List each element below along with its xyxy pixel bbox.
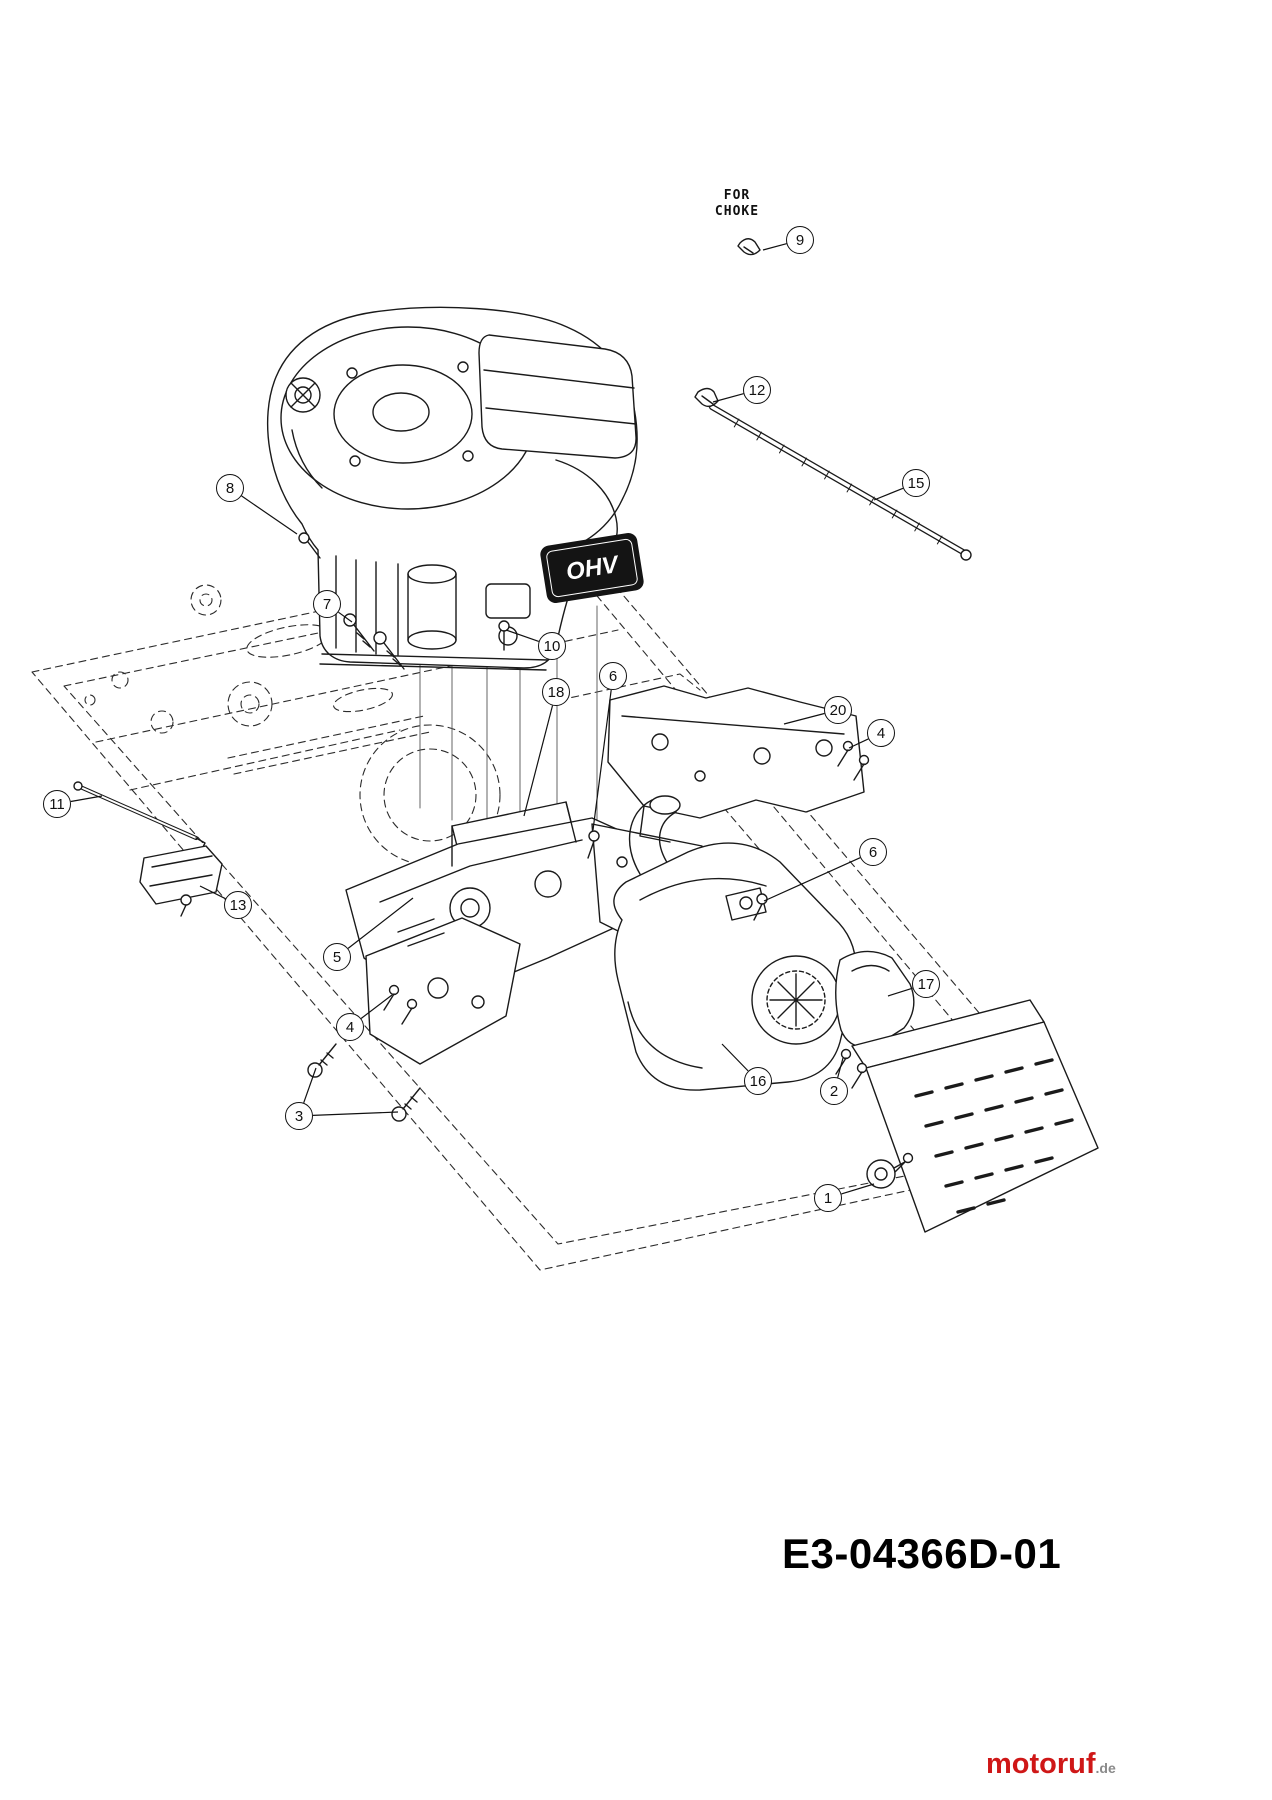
callout-4-right: 4 — [867, 719, 895, 747]
callout-12: 12 — [743, 376, 771, 404]
callout-5: 5 — [323, 943, 351, 971]
choke-label-line2: CHOKE — [714, 204, 760, 220]
callout-15: 15 — [902, 469, 930, 497]
bolt-1 — [894, 1152, 914, 1173]
callout-17-leader-1 — [887, 987, 913, 997]
callout-2: 2 — [820, 1077, 848, 1105]
fuel-cap — [285, 377, 321, 413]
callout-3: 3 — [285, 1102, 313, 1130]
callout-1-leader-1 — [841, 1183, 875, 1195]
callout-13-leader-1 — [199, 885, 226, 900]
air-cleaner-cover — [478, 334, 637, 459]
stud-10 — [498, 620, 510, 651]
guard-flange — [866, 1157, 913, 1189]
screw-6-upper — [587, 830, 600, 859]
callout-5-leader-1 — [347, 897, 414, 949]
callout-4-left: 4 — [336, 1013, 364, 1041]
callout-6-upper-leader-1 — [592, 689, 612, 831]
valve-cover-ohv-badge: OHV — [540, 532, 644, 604]
support-bracket — [139, 845, 223, 917]
callout-16-leader-1 — [721, 1043, 749, 1072]
callout-13: 13 — [224, 891, 252, 919]
muffler-guard — [851, 999, 1099, 1233]
fasteners — [298, 532, 914, 1173]
callout-17: 17 — [912, 970, 940, 998]
callout-20-leader-1 — [783, 712, 825, 725]
rods-and-clips — [73, 238, 972, 917]
callout-1: 1 — [814, 1184, 842, 1212]
choke-label: FOR CHOKE — [702, 188, 772, 221]
callout-11-leader-1 — [70, 795, 103, 803]
callout-3-leader-1 — [303, 1067, 317, 1103]
callout-8-leader-1 — [241, 495, 298, 535]
callout-18-leader-1 — [523, 705, 554, 817]
assembly-alignment-lines — [419, 605, 598, 849]
callout-10-leader-1 — [505, 629, 539, 642]
callout-20: 20 — [824, 696, 852, 724]
callout-7: 7 — [313, 590, 341, 618]
callout-7-leader-1 — [338, 611, 353, 623]
motoruf-logo: motoruf.de — [986, 1748, 1116, 1781]
exhaust-pipe — [628, 799, 677, 875]
motoruf-logo-text: motoruf — [986, 1748, 1096, 1780]
callout-4-left-leader-1 — [360, 994, 393, 1019]
bolt-8 — [298, 532, 321, 559]
callout-11: 11 — [43, 790, 71, 818]
callout-12-leader-1 — [712, 393, 744, 403]
callout-15-leader-1 — [873, 487, 904, 501]
throttle-rod — [73, 781, 206, 852]
engine-mount-bolts-7 — [343, 613, 405, 670]
callout-8: 8 — [216, 474, 244, 502]
callout-3-leader-2 — [312, 1111, 399, 1116]
motoruf-logo-suffix: .de — [1095, 1760, 1116, 1776]
engine-assembly: OHV — [266, 306, 644, 671]
callout-9-leader-1 — [762, 243, 787, 251]
callout-6-lower-leader-1 — [763, 857, 861, 902]
part-number: E3-04366D-01 — [782, 1530, 1062, 1577]
callout-18: 18 — [542, 678, 570, 706]
callout-6-upper: 6 — [599, 662, 627, 690]
choke-clip — [737, 238, 761, 256]
screws-4-left — [383, 984, 418, 1025]
guard-vent-slots — [914, 1058, 1074, 1214]
callout-6-lower: 6 — [859, 838, 887, 866]
callout-16: 16 — [744, 1067, 772, 1095]
callout-4-right-leader-1 — [848, 738, 869, 749]
choke-label-line1: FOR — [723, 188, 751, 203]
callout-2-leader-1 — [837, 1057, 844, 1078]
choke-rod — [709, 404, 972, 561]
callout-10: 10 — [538, 632, 566, 660]
callout-9: 9 — [786, 226, 814, 254]
muffler — [613, 795, 857, 1091]
